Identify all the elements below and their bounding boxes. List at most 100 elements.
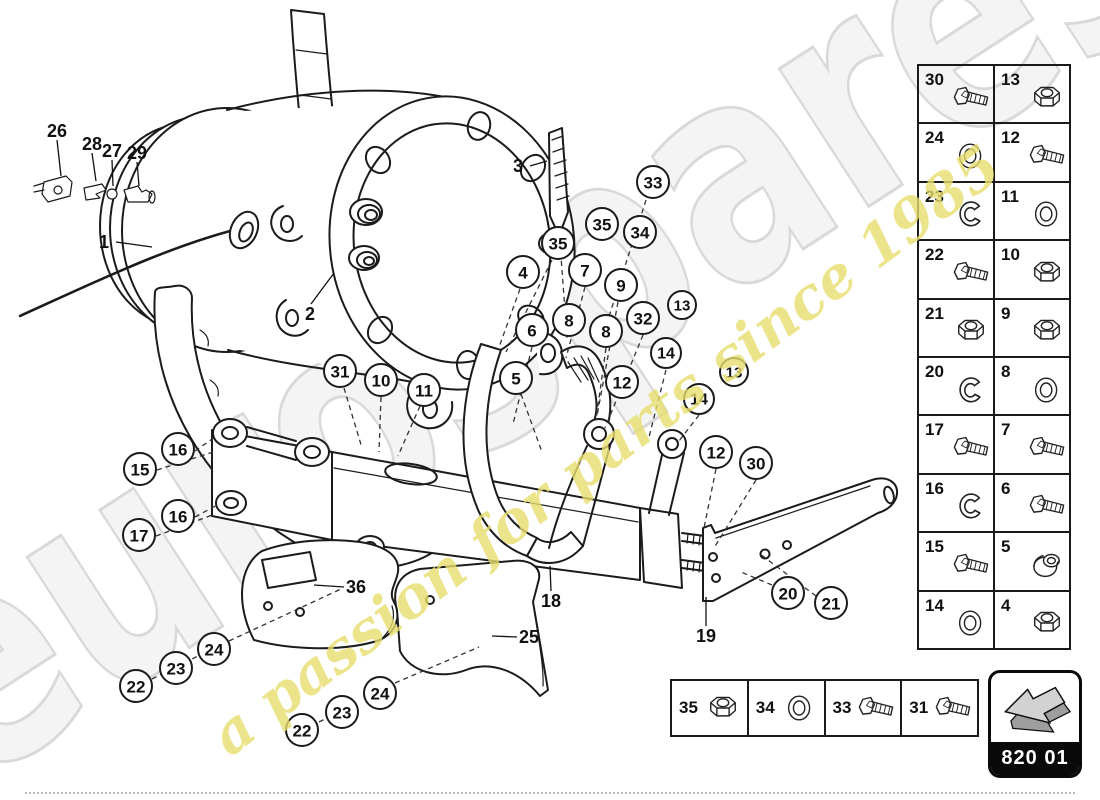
page-code-badge[interactable]: 820 01 bbox=[988, 670, 1082, 778]
callout-32[interactable] bbox=[626, 301, 660, 335]
part-cell-31[interactable]: 31 bbox=[901, 680, 978, 736]
part-number: 24 bbox=[925, 128, 944, 148]
part-cell-17[interactable]: 17 bbox=[918, 415, 994, 474]
part-cell-34[interactable]: 34 bbox=[747, 680, 825, 736]
fork-bracket-drawing bbox=[462, 343, 687, 564]
callout-number: 11 bbox=[415, 382, 433, 401]
direction-arrow-icon bbox=[1003, 686, 1072, 733]
callout-number: 13 bbox=[674, 298, 691, 315]
callout-5[interactable] bbox=[499, 361, 533, 395]
callout-number: 14 bbox=[690, 392, 708, 409]
part-cell-16[interactable]: 16 bbox=[918, 473, 994, 533]
part-cell-22[interactable]: 22 bbox=[918, 240, 994, 299]
callout-number: 32 bbox=[634, 310, 653, 329]
callout-8[interactable] bbox=[552, 303, 586, 337]
part-cell-9[interactable]: 9 bbox=[994, 298, 1070, 357]
leader-line bbox=[111, 159, 114, 187]
part-cell-15[interactable]: 15 bbox=[918, 532, 994, 591]
cover-plate-36-drawing bbox=[241, 539, 400, 650]
part-cell-8[interactable]: 8 bbox=[994, 357, 1070, 416]
leader-line bbox=[310, 272, 335, 305]
bolt-icon bbox=[950, 432, 992, 464]
callout-6[interactable] bbox=[515, 313, 549, 347]
callout-10[interactable] bbox=[364, 363, 398, 397]
callout-14[interactable] bbox=[683, 383, 715, 415]
callout-33[interactable] bbox=[636, 165, 670, 199]
callout-24[interactable] bbox=[197, 632, 231, 666]
callout-15[interactable] bbox=[123, 452, 157, 486]
callout-13[interactable] bbox=[667, 290, 697, 320]
leader-line bbox=[313, 584, 345, 588]
wire-drawing bbox=[18, 210, 260, 318]
callout-31[interactable] bbox=[323, 354, 357, 388]
bolt-icon bbox=[1026, 490, 1068, 522]
part-number: 22 bbox=[925, 245, 944, 265]
washer-icon bbox=[1026, 198, 1068, 230]
callout-9[interactable] bbox=[604, 268, 638, 302]
callout-number: 7 bbox=[580, 262, 589, 281]
callout-4[interactable] bbox=[506, 255, 540, 289]
part-cell-24[interactable]: 24 bbox=[918, 123, 994, 182]
page-code: 820 01 bbox=[991, 742, 1079, 775]
callout-number: 8 bbox=[564, 312, 573, 331]
part-cell-21[interactable]: 21 bbox=[918, 298, 994, 357]
callout-number: 24 bbox=[371, 685, 390, 704]
leader-line bbox=[529, 160, 548, 167]
callout-number: 5 bbox=[511, 370, 520, 389]
callout-number: 15 bbox=[131, 461, 150, 480]
part-cell-5[interactable]: 5 bbox=[994, 532, 1070, 591]
part-cell-6[interactable]: 6 bbox=[994, 473, 1070, 533]
bolt-icon bbox=[855, 692, 897, 724]
callout-14[interactable] bbox=[650, 337, 682, 369]
part-cell-30[interactable]: 30 bbox=[918, 65, 994, 124]
part-cell-11[interactable]: 11 bbox=[994, 181, 1070, 241]
part-cell-14[interactable]: 14 bbox=[918, 590, 994, 649]
part-cell-10[interactable]: 10 bbox=[994, 240, 1070, 299]
part-cell-23[interactable]: 23 bbox=[918, 181, 994, 241]
callout-22[interactable] bbox=[285, 713, 319, 747]
callout-number: 12 bbox=[707, 444, 726, 463]
part-number: 9 bbox=[1001, 303, 1011, 323]
callout-16[interactable] bbox=[161, 499, 195, 533]
spacer-icon bbox=[1026, 549, 1068, 581]
callout-7[interactable] bbox=[568, 253, 602, 287]
nut-icon bbox=[1026, 607, 1068, 639]
part-number: 33 bbox=[832, 698, 852, 717]
callout-11[interactable] bbox=[407, 373, 441, 407]
callout-21[interactable] bbox=[814, 586, 848, 620]
cover-plate-25-drawing bbox=[394, 559, 549, 697]
callout-12[interactable] bbox=[699, 435, 733, 469]
callout-8[interactable] bbox=[589, 314, 623, 348]
leader-line bbox=[56, 139, 62, 177]
callout-24[interactable] bbox=[363, 676, 397, 710]
callout-22[interactable] bbox=[119, 669, 153, 703]
part-number: 17 bbox=[925, 420, 944, 440]
callout-12[interactable] bbox=[605, 365, 639, 399]
callout-35[interactable] bbox=[585, 207, 619, 241]
part-cell-4[interactable]: 4 bbox=[994, 590, 1070, 649]
callout-20[interactable] bbox=[771, 576, 805, 610]
part-cell-35[interactable]: 35 bbox=[671, 680, 748, 736]
callout-17[interactable] bbox=[122, 518, 156, 552]
part-cell-33[interactable]: 33 bbox=[824, 680, 902, 736]
callout-35[interactable] bbox=[541, 226, 575, 260]
part-cell-13[interactable]: 13 bbox=[994, 65, 1070, 124]
callout-23[interactable] bbox=[159, 651, 193, 685]
callout-16[interactable] bbox=[161, 432, 195, 466]
part-number: 14 bbox=[925, 595, 944, 615]
callout-23[interactable] bbox=[325, 695, 359, 729]
callout-30[interactable] bbox=[739, 446, 773, 480]
lock-washer-icon bbox=[950, 198, 992, 230]
part-cell-12[interactable]: 12 bbox=[994, 123, 1070, 182]
bolt-icon bbox=[950, 82, 992, 114]
callout-13[interactable] bbox=[719, 357, 749, 387]
bolt-icon bbox=[1026, 140, 1068, 172]
part-cell-20[interactable]: 20 bbox=[918, 357, 994, 416]
leader-line bbox=[549, 565, 552, 592]
part-cell-7[interactable]: 7 bbox=[994, 415, 1070, 474]
callout-number: 23 bbox=[333, 704, 352, 723]
callout-number: 10 bbox=[372, 372, 391, 391]
callout-34[interactable] bbox=[623, 215, 657, 249]
